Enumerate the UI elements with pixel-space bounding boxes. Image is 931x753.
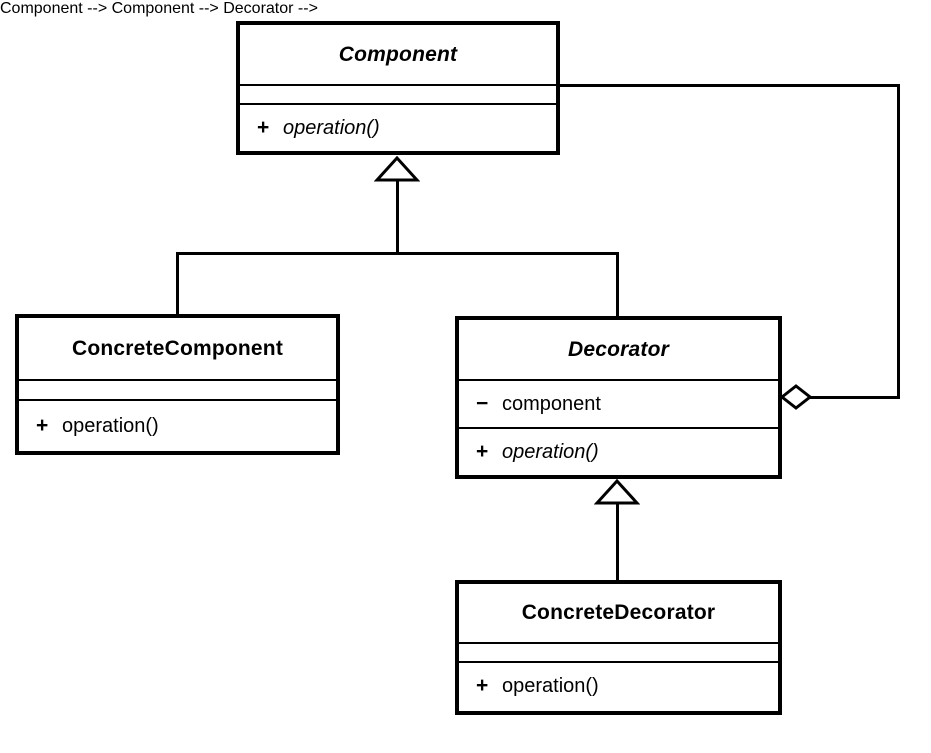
- class-operations-compartment-component: + operation(): [240, 103, 556, 151]
- aggregation-diamond-decorator: [780, 384, 812, 410]
- generalization-edge-concrete-component-stem: [176, 252, 179, 316]
- class-name-compartment-decorator: Decorator: [459, 320, 778, 379]
- class-name-decorator: Decorator: [568, 337, 669, 361]
- class-operations-compartment-concrete-component: + operation(): [19, 399, 336, 451]
- class-attributes-compartment-concrete-decorator: [459, 642, 778, 661]
- class-box-component[interactable]: Component + operation(): [236, 21, 560, 155]
- operation-visibility-decorator-operation: +: [476, 440, 489, 463]
- class-attributes-compartment-component: [240, 84, 556, 103]
- attribute-name-decorator-component: component: [502, 393, 601, 415]
- attribute-visibility-decorator-component: −: [476, 392, 489, 415]
- class-attributes-compartment-concrete-component: [19, 379, 336, 399]
- operation-visibility-concrete-component-operation: +: [36, 414, 49, 437]
- generalization-triangle-to-decorator: [594, 479, 640, 505]
- class-name-compartment-component: Component: [240, 25, 556, 84]
- aggregation-edge-right-segment: [897, 84, 900, 399]
- aggregation-edge-top-segment: [558, 84, 900, 87]
- class-name-concrete-component: ConcreteComponent: [71, 336, 284, 360]
- class-box-concrete-component[interactable]: ConcreteComponent + operation(): [15, 314, 340, 455]
- operation-visibility-concrete-decorator-operation: +: [476, 674, 489, 697]
- generalization-edge-decorator-stem: [616, 252, 619, 318]
- generalization-triangle-to-component: [374, 156, 420, 182]
- attribute-row-decorator-component: − component: [459, 392, 601, 416]
- generalization-edge-concrete-decorator-stem: [616, 500, 619, 582]
- operation-row-decorator-operation: + operation(): [459, 440, 599, 464]
- operation-signature-component-operation: operation(): [283, 117, 380, 139]
- class-name-compartment-concrete-component: ConcreteComponent: [19, 318, 336, 379]
- aggregation-edge-bottom-segment: [806, 396, 900, 399]
- operation-signature-concrete-decorator-operation: operation(): [502, 675, 599, 697]
- operation-row-concrete-decorator-operation: + operation(): [459, 674, 599, 698]
- class-operations-compartment-decorator: + operation(): [459, 427, 778, 475]
- class-attributes-compartment-decorator: − component: [459, 379, 778, 427]
- operation-row-concrete-component-operation: + operation(): [19, 414, 159, 438]
- class-name-compartment-concrete-decorator: ConcreteDecorator: [459, 584, 778, 642]
- class-name-concrete-decorator: ConcreteDecorator: [521, 601, 716, 624]
- generalization-edge-component-stem: [396, 178, 399, 255]
- operation-row-component-operation: + operation(): [240, 116, 380, 140]
- operation-signature-concrete-component-operation: operation(): [62, 415, 159, 437]
- operation-visibility-component-operation: +: [257, 116, 270, 139]
- class-box-concrete-decorator[interactable]: ConcreteDecorator + operation(): [455, 580, 782, 715]
- generalization-edge-branch-bar: [176, 252, 619, 255]
- class-box-decorator[interactable]: Decorator − component + operation(): [455, 316, 782, 479]
- operation-signature-decorator-operation: operation(): [502, 441, 599, 463]
- class-operations-compartment-concrete-decorator: + operation(): [459, 661, 778, 709]
- class-name-component: Component: [338, 42, 458, 66]
